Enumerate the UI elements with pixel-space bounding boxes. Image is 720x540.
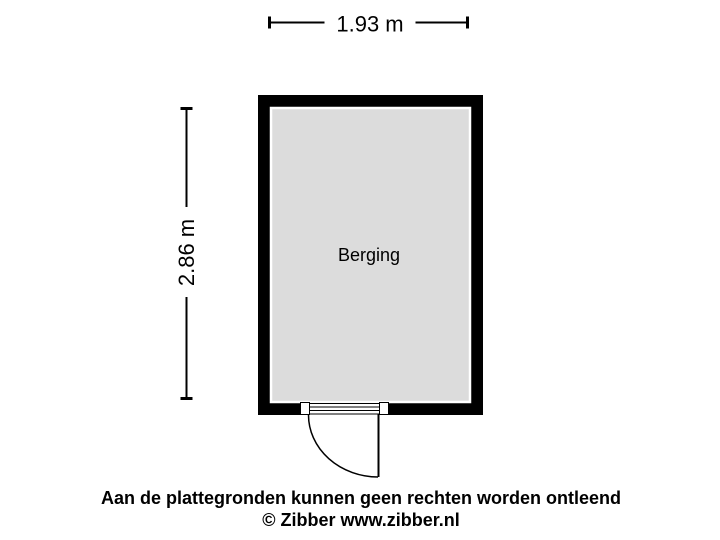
height-dimension-label: 2.86 m [174, 219, 199, 286]
room-floor [269, 106, 472, 404]
height-dimension-label-box [172, 207, 200, 297]
room-berging: Berging [258, 95, 483, 415]
width-dimension-label: 1.93 m [336, 12, 403, 37]
footer-credit: © Zibber www.zibber.nl [262, 510, 460, 530]
door-threshold [309, 403, 380, 415]
door-swing-arc [307, 414, 379, 478]
width-dimension-label-box [324, 12, 416, 36]
room-label: Berging [338, 245, 400, 265]
door-jamb-left [300, 402, 310, 415]
width-dimension: 1.93 m [268, 12, 469, 37]
door-jamb-right [379, 402, 389, 415]
door [300, 401, 389, 478]
footer-disclaimer: Aan de plattegronden kunnen geen rechten… [101, 488, 621, 508]
height-dimension: 2.86 m [172, 107, 200, 400]
